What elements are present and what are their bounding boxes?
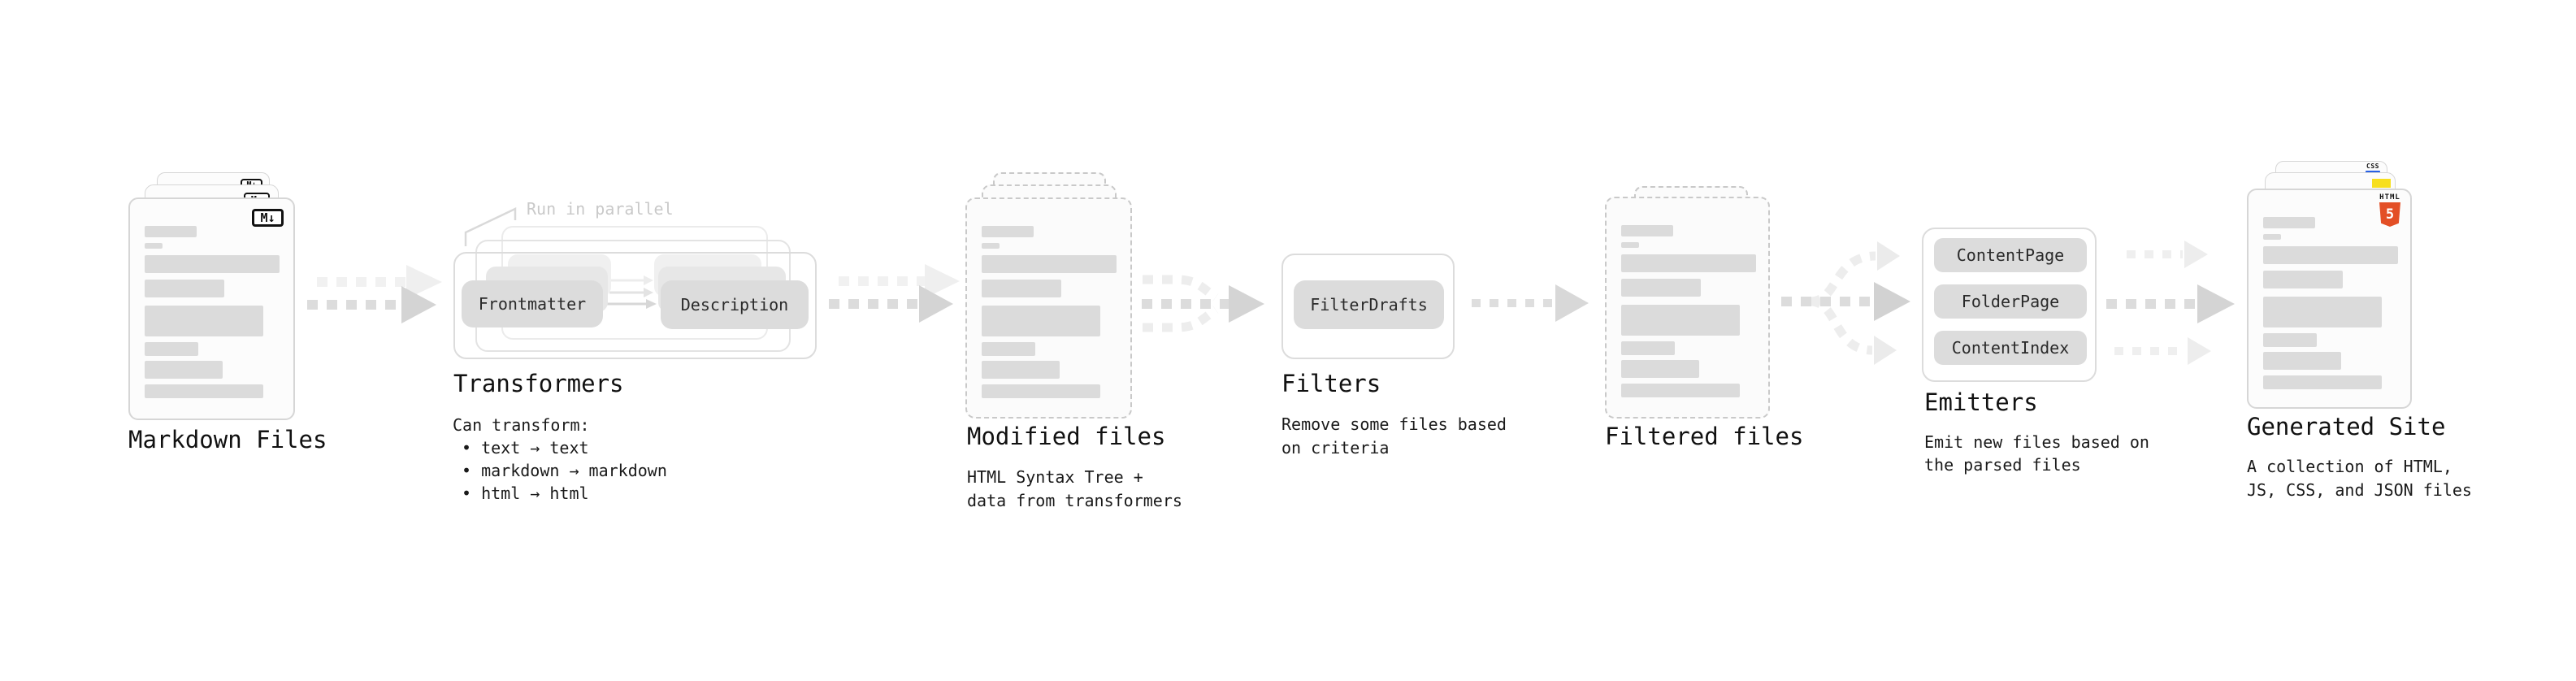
skeleton-line: [982, 243, 1000, 249]
caption-line: Can transform:: [453, 415, 590, 435]
transformer-frame-front: [453, 252, 817, 359]
transformer-step-arrows: [606, 275, 657, 309]
skeleton-line: [145, 361, 223, 379]
arrow-filtered-to-emitters: [1781, 241, 1910, 365]
stage-title-filters: Filters: [1281, 370, 1381, 397]
filters-frame: [1281, 254, 1455, 359]
stage-title-modified-files: Modified files: [967, 423, 1166, 450]
markdown-file-card-front: M↓: [128, 197, 295, 420]
transformer-chip-description: Description: [661, 280, 809, 329]
skeleton-line: [982, 280, 1061, 297]
skeleton-line: [1621, 341, 1675, 355]
skeleton-line: [982, 255, 1117, 273]
stage-title-emitters: Emitters: [1924, 388, 2038, 416]
skeleton-line: [145, 255, 280, 273]
skeleton-line: [1621, 305, 1740, 336]
skeleton-line: [1621, 225, 1673, 236]
skeleton-line: [2263, 375, 2382, 389]
css-icon: CSS: [2366, 163, 2380, 173]
skeleton-line: [1621, 254, 1756, 272]
emitter-chip-contentpage: ContentPage: [1934, 238, 2087, 272]
html5-number: 5: [2385, 206, 2395, 223]
emitter-chip-contentindex: ContentIndex: [1934, 331, 2087, 365]
stage-title-transformers: Transformers: [453, 370, 624, 397]
skeleton-line: [2263, 234, 2281, 240]
skeleton-line: [982, 361, 1060, 379]
run-in-parallel-note: Run in parallel: [527, 199, 674, 219]
transform-bullet: • text → text: [462, 438, 589, 458]
skeleton-line: [145, 226, 197, 237]
emitters-caption: Emit new files based on the parsed files: [1924, 432, 2149, 475]
skeleton-line: [982, 384, 1100, 398]
skeleton-line: [2263, 271, 2343, 288]
arrow-emitters-to-generated: [2106, 241, 2235, 365]
arrow-filters-to-filtered: [1472, 284, 1589, 322]
skeleton-line: [1621, 279, 1701, 297]
skeleton-line: [2263, 246, 2398, 264]
emitters-frame: [1922, 228, 2097, 382]
skeleton-line: [145, 243, 163, 249]
generated-site-caption: A collection of HTML, JS, CSS, and JSON …: [2247, 457, 2472, 500]
css-badge-underline: [2366, 171, 2380, 173]
css-badge-label: CSS: [2366, 163, 2379, 170]
arrow-modified-to-filters: [1142, 275, 1264, 332]
html5-shield: 5: [2379, 202, 2400, 227]
skeleton-line: [2263, 297, 2382, 327]
skeleton-line: [2263, 352, 2341, 370]
modified-file-card-front: [965, 197, 1132, 419]
modified-files-caption: HTML Syntax Tree + data from transformer…: [967, 467, 1182, 510]
transform-bullet: • html → html: [462, 484, 589, 503]
skeleton-line: [982, 306, 1100, 336]
markdown-icon: M↓: [252, 209, 284, 227]
skeleton-line: [1621, 360, 1699, 378]
filtered-file-card-front: [1605, 197, 1770, 419]
stage-title-markdown-files: Markdown Files: [128, 426, 327, 453]
arrow-transformers-to-modified: [829, 264, 960, 323]
stage-title-generated-site: Generated Site: [2247, 413, 2446, 440]
skeleton-line: [145, 384, 263, 398]
generated-file-card-front: HTML 5: [2247, 189, 2412, 409]
emitter-chip-folderpage: FolderPage: [1934, 284, 2087, 319]
arrow-markdown-to-transformers: [307, 265, 442, 323]
html5-icon: HTML 5: [2378, 193, 2402, 227]
skeleton-line: [145, 306, 263, 336]
stage-title-filtered-files: Filtered files: [1605, 423, 1804, 450]
skeleton-line: [1621, 384, 1740, 397]
skeleton-line: [145, 280, 224, 297]
skeleton-line: [1621, 242, 1639, 248]
transformer-chip-frontmatter: Frontmatter: [462, 280, 603, 327]
skeleton-line: [982, 342, 1035, 356]
skeleton-line: [2263, 333, 2317, 347]
transform-bullet: • markdown → markdown: [462, 461, 667, 480]
note-leader-line: [464, 207, 517, 246]
skeleton-line: [145, 342, 198, 356]
skeleton-line: [982, 226, 1034, 237]
html5-badge-label: HTML: [2379, 193, 2400, 202]
skeleton-line: [2263, 217, 2315, 228]
transformers-caption: Can transform: • text → text • markdown …: [453, 414, 667, 505]
javascript-icon: [2372, 179, 2391, 188]
filter-chip-filterdrafts: FilterDrafts: [1294, 280, 1444, 329]
filters-caption: Remove some files based on criteria: [1281, 414, 1507, 458]
